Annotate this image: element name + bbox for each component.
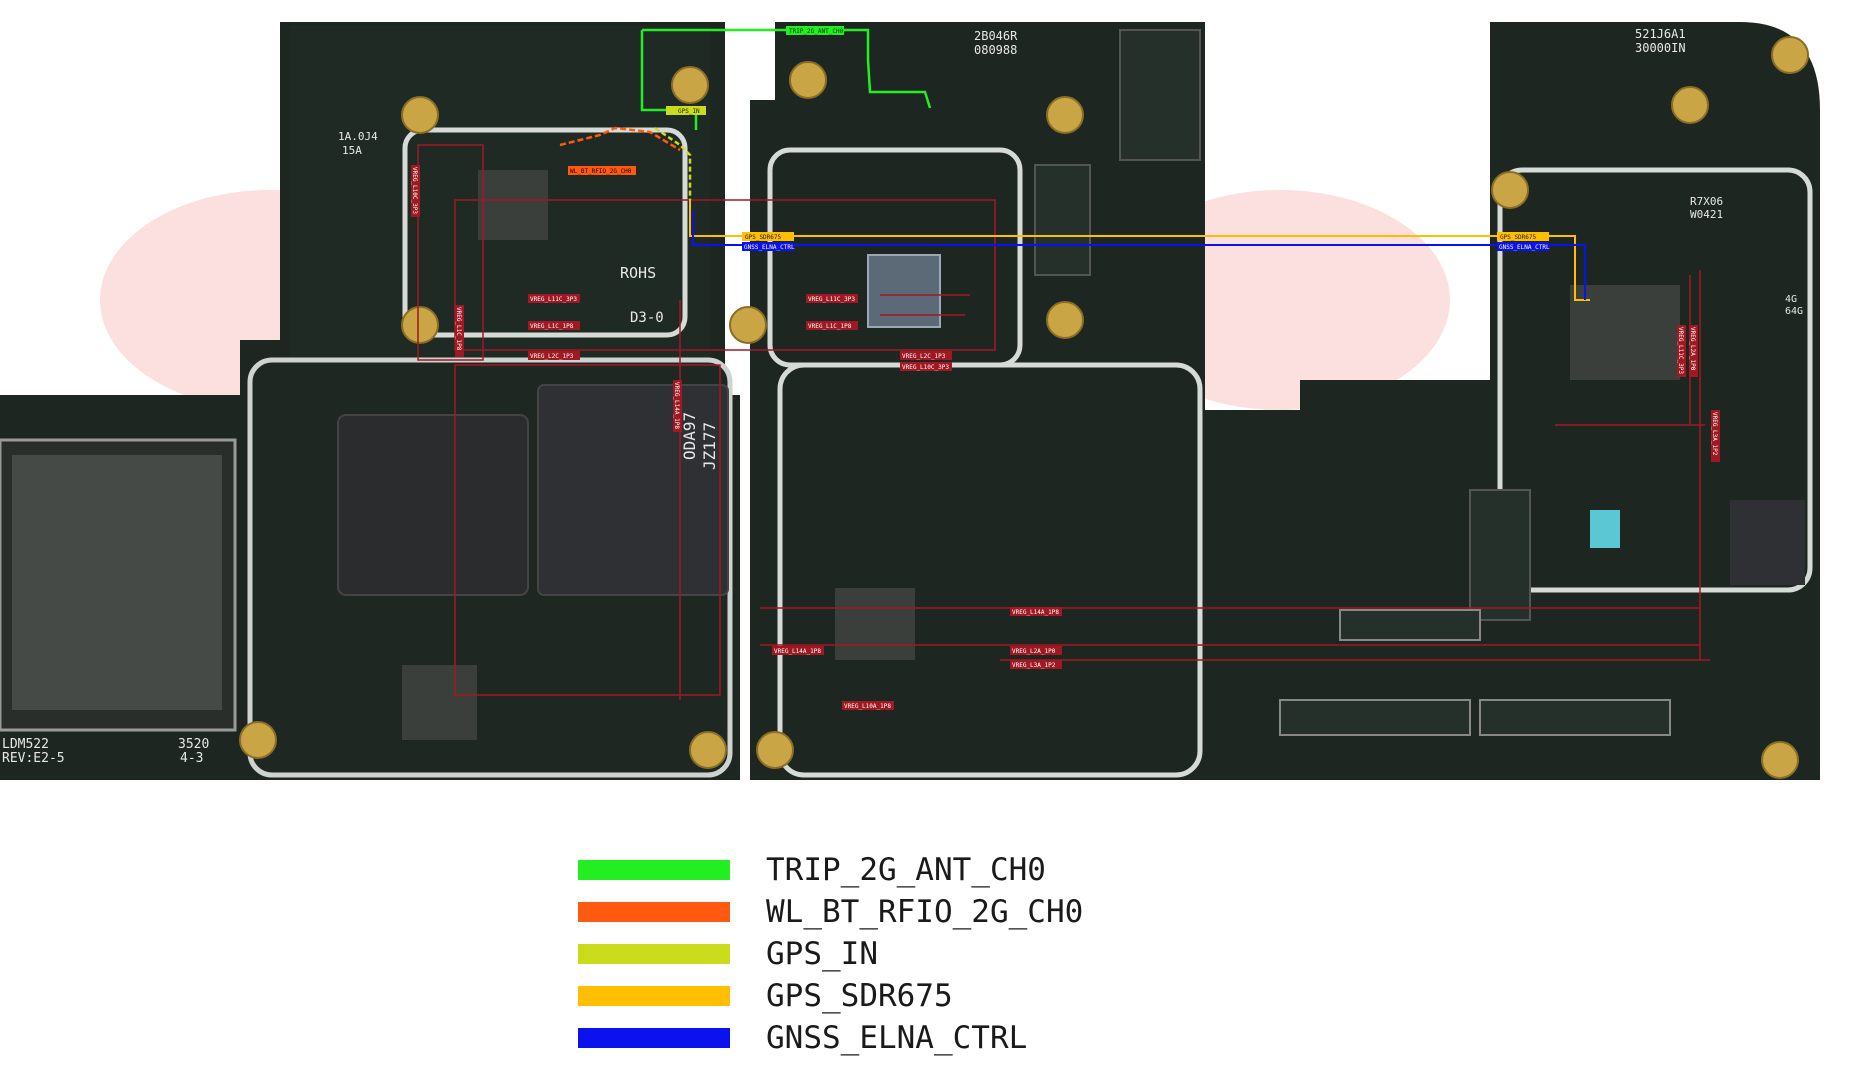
tag-l10a: VREG_L10A_1P8 [842, 701, 894, 710]
svg-text:VREG_L2C_1P3: VREG_L2C_1P3 [530, 353, 574, 360]
silk-right-num: 30000IN [1635, 41, 1686, 55]
legend-swatch [578, 986, 730, 1006]
tag-l14a-b: VREG_L14A_1P8 [1010, 607, 1062, 616]
silkscreen: ROHS D3-0 ODA97 JZ177 2B046R 080988 521J… [2, 27, 1803, 766]
svg-text:VREG_L1C_1P8: VREG_L1C_1P8 [455, 307, 462, 351]
svg-text:GNSS_ELNA_CTRL: GNSS_ELNA_CTRL [744, 244, 795, 251]
svg-text:VREG_L11C_3P3: VREG_L11C_3P3 [808, 296, 855, 303]
left-board [0, 22, 740, 780]
tag-l11c-a: VREG_L11C_3P3 [528, 294, 580, 303]
net-tags: TRIP_2G_ANT_CH0 WL_BT_RFIO_2G_CH0 GPS_IN… [568, 26, 1550, 251]
svg-text:VREG_L2A_1P0: VREG_L2A_1P0 [1012, 648, 1056, 655]
legend-swatch [578, 944, 730, 964]
silk-pcb-num: 080988 [974, 43, 1017, 57]
trace-gps-sdr675 [689, 200, 1590, 301]
svg-text:GPS_SDR675: GPS_SDR675 [745, 234, 782, 241]
tag-l14a-a: VREG_L14A_1P8 [772, 646, 824, 655]
tag-trip: TRIP_2G_ANT_CH0 [786, 26, 844, 35]
svg-text:VREG_L1C_1P8: VREG_L1C_1P8 [530, 323, 574, 330]
svg-text:VREG_L14A_1P8: VREG_L14A_1P8 [774, 648, 821, 655]
trace-gnss-elna [692, 210, 1586, 300]
svg-text:GNSS_ELNA_CTRL: GNSS_ELNA_CTRL [1499, 244, 1550, 251]
svg-text:VREG_L11C_3P3: VREG_L11C_3P3 [530, 296, 577, 303]
tag-l14a-v: VREG_L14A_1P8 [673, 380, 682, 432]
tag-l2a-v: VREG_L2A_1P0 [1689, 325, 1698, 377]
silk-mem2: 64G [1785, 306, 1803, 317]
right-board [1205, 22, 1820, 780]
tag-gps-in: GPS_IN [666, 106, 706, 115]
tag-l1c: VREG_L1C_1P8 [528, 321, 580, 330]
svg-text:GPS_SDR675: GPS_SDR675 [1500, 234, 1537, 241]
svg-text:VREG_L3A_1P2: VREG_L3A_1P2 [1012, 662, 1056, 669]
silk-cap1: 1A.0J4 [338, 130, 378, 143]
legend-label: GPS_IN [766, 936, 878, 972]
svg-text:GPS_IN: GPS_IN [678, 108, 700, 115]
silk-rohs: ROHS [620, 264, 656, 282]
supply-rails [417, 144, 1710, 700]
silk-mem: 4G [1785, 294, 1797, 305]
tag-sdr-right: GPS_SDR675 [1497, 232, 1549, 241]
legend-label: GNSS_ELNA_CTRL [766, 1020, 1028, 1056]
svg-text:VREG_L14A_1P8: VREG_L14A_1P8 [1012, 609, 1059, 616]
svg-text:VREG_L11C_3P3: VREG_L11C_3P3 [1677, 327, 1684, 374]
tag-elna-right: GNSS_ELNA_CTRL [1497, 242, 1550, 251]
silk-ic-mark: ODA97 [680, 412, 699, 460]
silk-d3: D3-0 [630, 310, 664, 326]
svg-text:VREG_L2C_1P3: VREG_L2C_1P3 [902, 353, 946, 360]
tag-sdr-left: GPS_SDR675 [742, 232, 794, 241]
silk-rev: REV:E2-5 [2, 751, 65, 766]
svg-text:TRIP_2G_ANT_CH0: TRIP_2G_ANT_CH0 [789, 28, 844, 35]
svg-text:VREG_L14A_1P8: VREG_L14A_1P8 [673, 382, 680, 429]
tag-wlbt: WL_BT_RFIO_2G_CH0 [568, 166, 636, 175]
tag-l3a-v: VREG_L3A_1P2 [1711, 410, 1720, 462]
tag-l2c-b: VREG_L2C_1P3 [900, 351, 952, 360]
svg-text:VREG_L2A_1P0: VREG_L2A_1P0 [1689, 327, 1696, 371]
tag-l1c-b: VREG_L1C_1P8 [806, 321, 858, 330]
silk-pcb-code: 2B046R [974, 29, 1018, 43]
tag-l1c-v: VREG_L1C_1P8 [455, 305, 464, 357]
tag-l11c-b: VREG_L11C_3P3 [806, 294, 858, 303]
trace-wlbt-rfio [559, 126, 681, 152]
tag-elna-left: GNSS_ELNA_CTRL [742, 242, 795, 251]
silk-lot2: 4-3 [180, 751, 203, 766]
legend-label: TRIP_2G_ANT_CH0 [766, 852, 1046, 888]
svg-text:VREG_L3A_1P2: VREG_L3A_1P2 [1711, 412, 1718, 456]
tag-l2a: VREG_L2A_1P0 [1010, 646, 1062, 655]
rail-tags: VREG_L11C_3P3 VREG_L11C_3P3 VREG_L1C_1P8… [528, 294, 1062, 710]
trace-gps-in [654, 126, 692, 200]
legend-swatch [578, 860, 730, 880]
silk-ic-code: JZ177 [700, 422, 719, 470]
mounting-holes [239, 36, 1809, 779]
legend-label: GPS_SDR675 [766, 978, 953, 1014]
svg-text:VREG_L1C_1P8: VREG_L1C_1P8 [808, 323, 852, 330]
tag-l3a: VREG_L3A_1P2 [1010, 660, 1062, 669]
tag-l11c-v: VREG_L11C_3P3 [1677, 325, 1686, 377]
tag-l2c: VREG_L2C_1P3 [528, 351, 580, 360]
tag-l10c-v: VREG_L10C_3P3 [411, 165, 420, 217]
silk-model: LDM522 [2, 737, 49, 752]
tag-l10c: VREG_L10C_3P3 [900, 362, 952, 371]
svg-text:VREG_L10C_3P3: VREG_L10C_3P3 [902, 364, 949, 371]
pcb-board-view: ROHS D3-0 ODA97 JZ177 2B046R 080988 521J… [0, 22, 1820, 780]
rail-tags-vertical: VREG_L14A_1P8 VREG_L10C_3P3 VREG_L1C_1P8… [411, 165, 1720, 462]
legend-swatch [578, 1028, 730, 1048]
middle-board [750, 22, 1205, 780]
legend-label: WL_BT_RFIO_2G_CH0 [766, 894, 1084, 930]
legend-swatch [578, 902, 730, 922]
svg-text:WL_BT_RFIO_2G_CH0: WL_BT_RFIO_2G_CH0 [570, 168, 632, 175]
silk-cap2: 15A [342, 144, 362, 157]
silk-right-code: 521J6A1 [1635, 27, 1686, 41]
svg-text:VREG_L10A_1P8: VREG_L10A_1P8 [844, 703, 891, 710]
silk-rfic2: W0421 [1690, 208, 1723, 221]
svg-text:VREG_L10C_3P3: VREG_L10C_3P3 [411, 167, 418, 214]
silk-rfic: R7X06 [1690, 195, 1723, 208]
silk-lot: 3520 [178, 737, 209, 752]
